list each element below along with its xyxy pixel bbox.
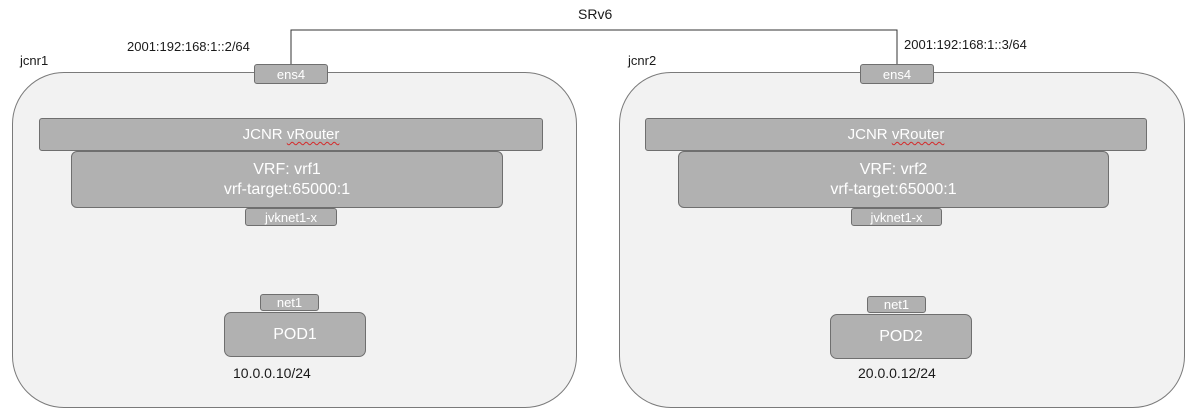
- jcnr1-pod-name: POD1: [273, 325, 317, 343]
- jcnr1-pod-interface: net1: [260, 294, 319, 311]
- jcnr2-ens4-address: 2001:192:168:1::3/64: [904, 37, 1027, 52]
- jcnr1-pod-address: 10.0.0.10/24: [233, 365, 311, 381]
- jcnr2-vrf-interface: jvknet1-x: [851, 208, 942, 226]
- jcnr2-vrf-interface-label: jvknet1-x: [870, 209, 923, 225]
- jcnr1-vrf-interface: jvknet1-x: [245, 208, 337, 226]
- jcnr1-pod: POD1: [224, 312, 366, 357]
- jcnr1-vrf: VRF: vrf1 vrf-target:65000:1: [71, 151, 503, 208]
- jcnr2-host-label: jcnr2: [628, 53, 657, 68]
- jcnr2-vrf-name: VRF: vrf2: [859, 160, 928, 178]
- jcnr1-ens4-address: 2001:192:168:1::2/64: [127, 39, 250, 54]
- jcnr1-ens4-label: ens4: [276, 66, 306, 82]
- jcnr2-vrf: VRF: vrf2 vrf-target:65000:1: [678, 151, 1109, 208]
- jcnr2-pod-interface-label: net1: [883, 297, 910, 312]
- jcnr2-vrf-target: vrf-target:65000:1: [830, 180, 957, 198]
- jcnr2-vrouter-word: vRouter: [891, 126, 945, 143]
- jcnr2-ens4-label: ens4: [882, 66, 912, 82]
- jcnr1-ens4-interface: ens4: [254, 64, 328, 84]
- jcnr1-vrouter: JCNR vRouter: [39, 118, 543, 151]
- jcnr1-vrf-interface-label: jvknet1-x: [264, 209, 318, 225]
- jcnr2-ens4-interface: ens4: [860, 64, 934, 84]
- jcnr2-vrouter: JCNR vRouter: [645, 118, 1147, 151]
- jcnr2-pod-address: 20.0.0.12/24: [858, 365, 936, 381]
- srv6-label: SRv6: [578, 6, 613, 22]
- jcnr1-vrf-name: VRF: vrf1: [253, 160, 321, 178]
- jcnr2-pod: POD2: [830, 314, 972, 359]
- jcnr1-vrf-target: vrf-target:65000:1: [223, 180, 351, 198]
- jcnr2-vrouter-prefix: JCNR: [847, 126, 892, 143]
- jcnr2-pod-interface: net1: [867, 296, 926, 313]
- srv6-link-line: [290, 29, 898, 64]
- jcnr1-pod-interface-label: net1: [276, 295, 303, 310]
- jcnr2-pod-name: POD2: [879, 327, 923, 345]
- jcnr1-vrouter-word: vRouter: [286, 126, 340, 143]
- jcnr1-vrouter-prefix: JCNR: [242, 126, 287, 143]
- jcnr1-host-label: jcnr1: [20, 53, 49, 68]
